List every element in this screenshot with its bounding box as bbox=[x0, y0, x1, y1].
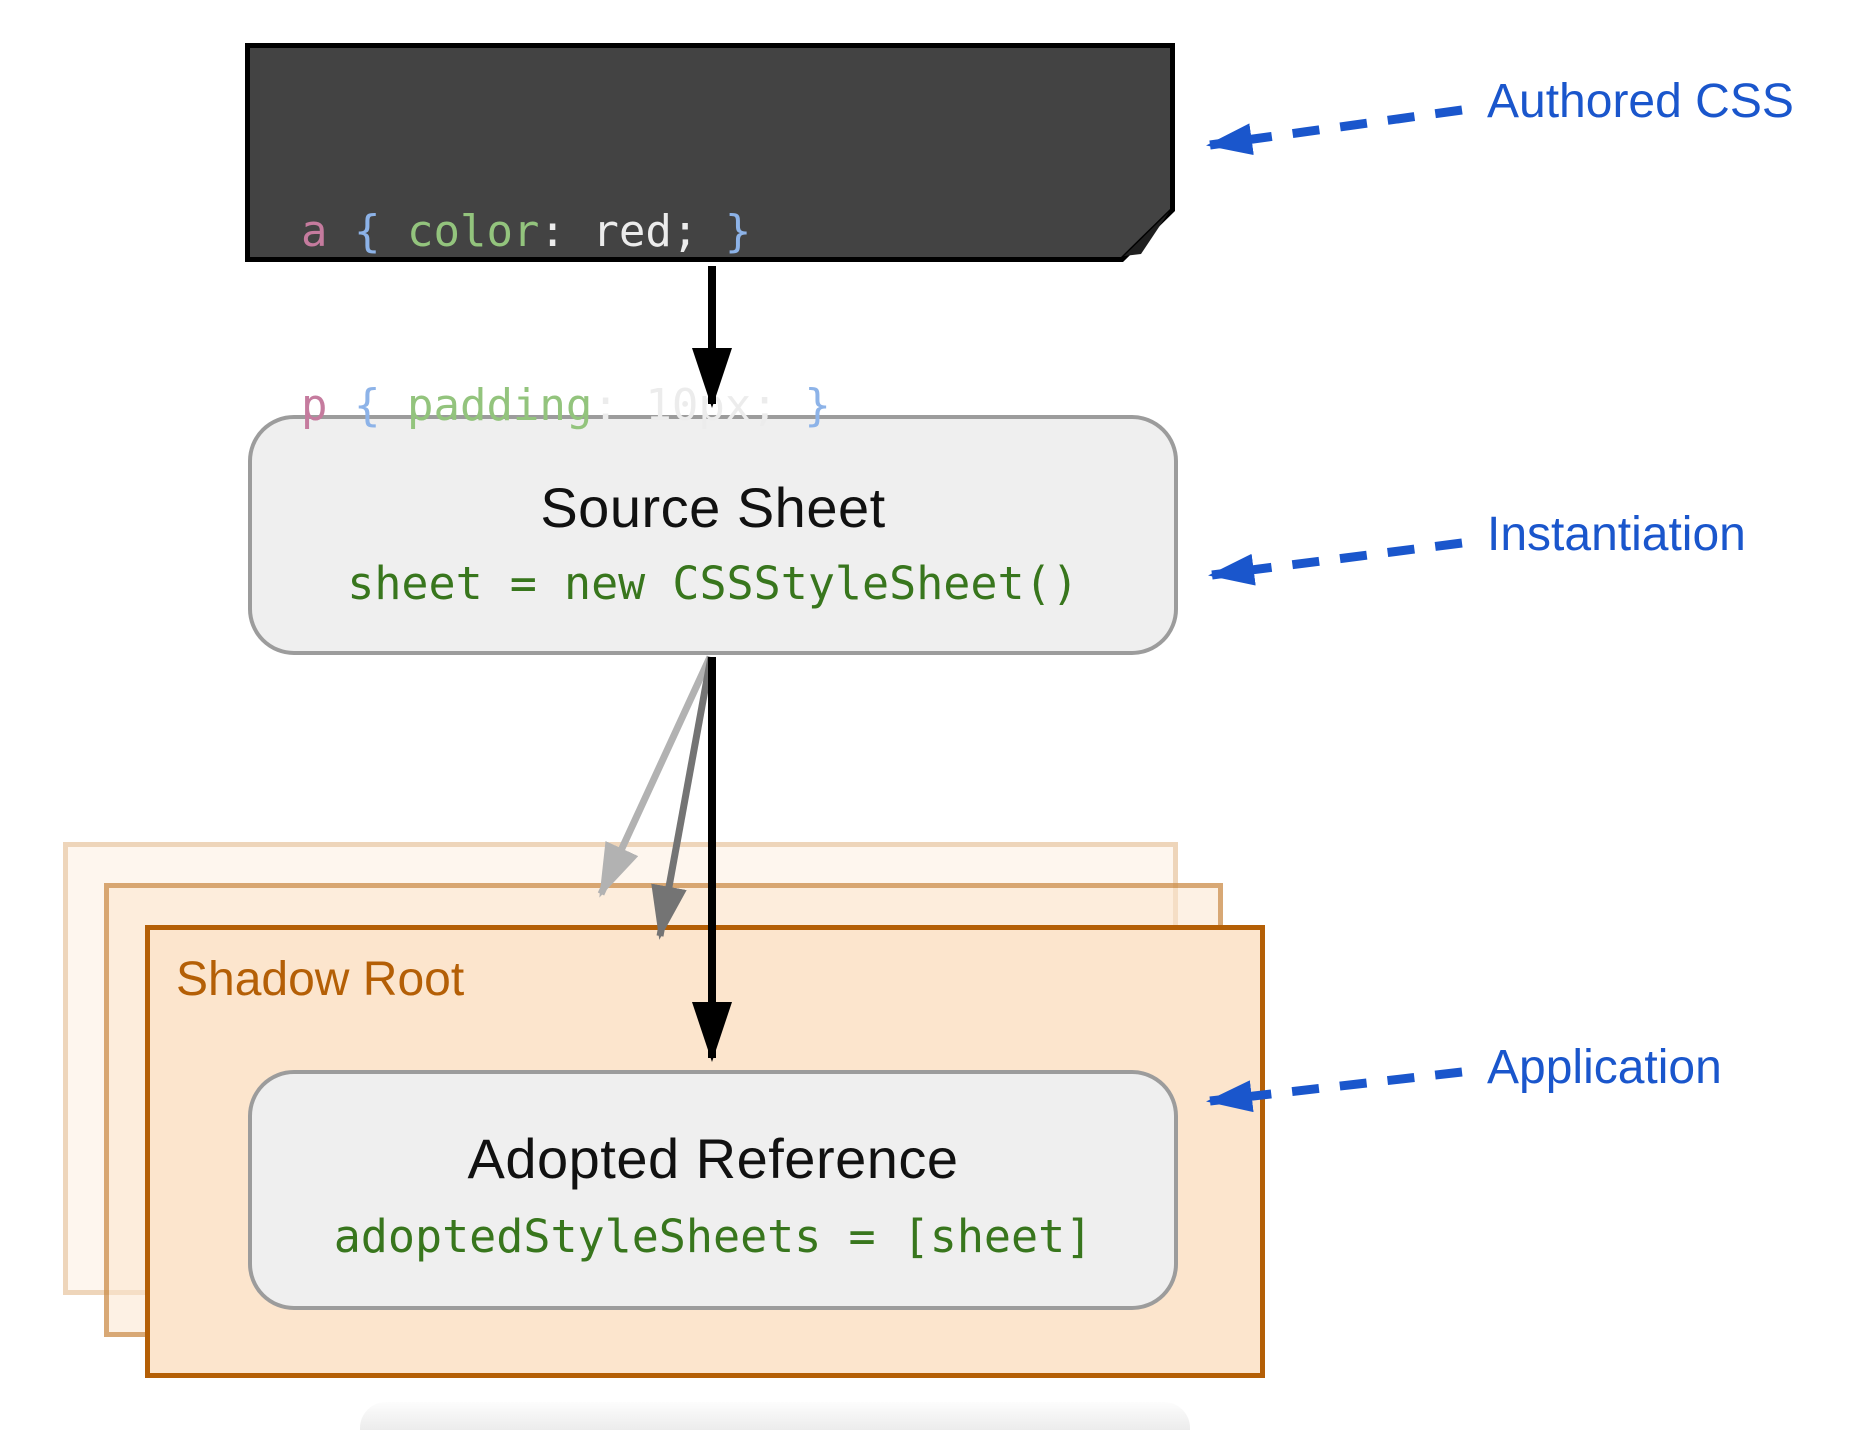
css-property: color bbox=[406, 206, 540, 257]
folded-corner-icon bbox=[1124, 212, 1169, 256]
css-selector: p bbox=[301, 380, 354, 431]
annotation-application: Application bbox=[1487, 1041, 1722, 1094]
source-sheet-title: Source Sheet bbox=[540, 476, 886, 539]
css-value: : red; bbox=[539, 206, 725, 257]
adopted-reference-box: Adopted Reference adoptedStyleSheets = [… bbox=[248, 1070, 1178, 1310]
annotation-arrow-authored-css bbox=[1206, 105, 1463, 156]
source-sheet-code: sheet = new CSSStyleSheet() bbox=[347, 557, 1079, 610]
annotation-authored-css: Authored CSS bbox=[1487, 75, 1794, 128]
code-card-shape bbox=[245, 43, 1175, 262]
css-selector: a bbox=[301, 206, 354, 257]
adopted-reference-code: adoptedStyleSheets = [sheet] bbox=[333, 1210, 1093, 1263]
open-brace: { bbox=[353, 380, 407, 431]
css-value: : 10px; bbox=[592, 380, 805, 431]
authored-css-card: a { color: red; } p { padding: 10px; } bbox=[245, 43, 1175, 431]
open-brace: { bbox=[353, 206, 407, 257]
close-brace: } bbox=[804, 380, 831, 431]
code-line: a { color: red; } bbox=[301, 203, 831, 261]
shadow-root-label: Shadow Root bbox=[176, 953, 465, 1006]
faded-document-edge bbox=[360, 1402, 1190, 1430]
code-line: p { padding: 10px; } bbox=[301, 377, 831, 435]
adopted-reference-title: Adopted Reference bbox=[467, 1127, 959, 1190]
css-property: padding bbox=[406, 380, 593, 431]
authored-css-code: a { color: red; } p { padding: 10px; } bbox=[301, 87, 831, 551]
close-brace: } bbox=[724, 206, 752, 257]
annotation-instantiation: Instantiation bbox=[1487, 508, 1746, 561]
source-sheet-box: Source Sheet sheet = new CSSStyleSheet() bbox=[248, 415, 1178, 655]
annotation-arrow-instantiation bbox=[1208, 538, 1463, 586]
